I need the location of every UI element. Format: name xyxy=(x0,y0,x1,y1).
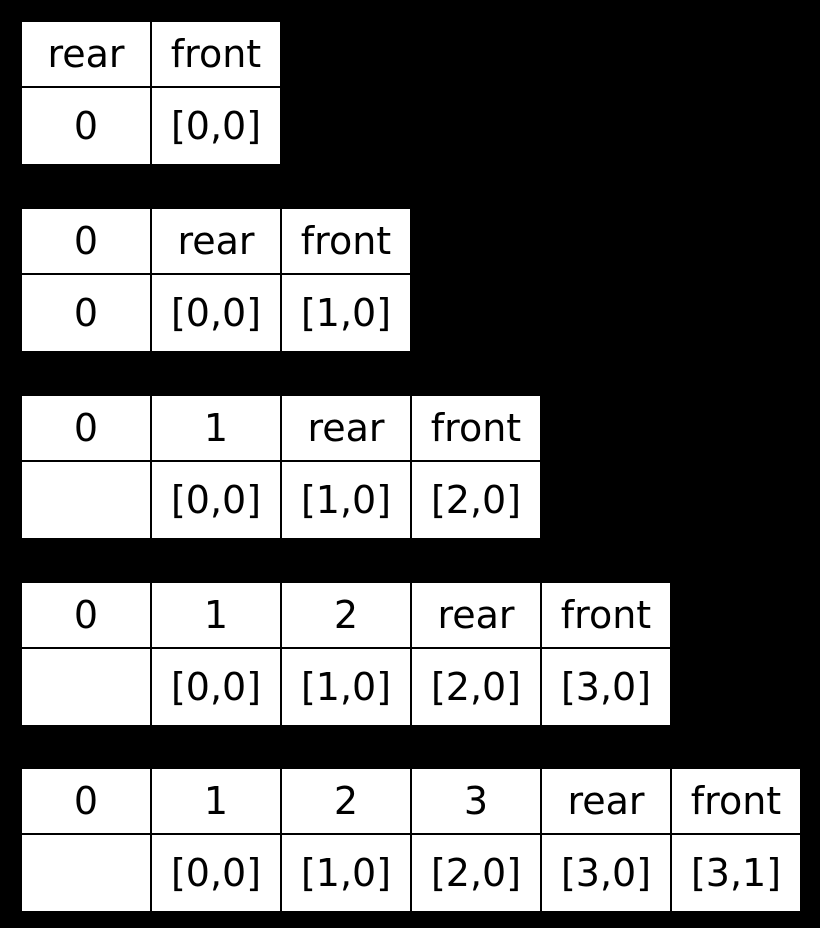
header-cell: 0 xyxy=(22,769,150,833)
header-cell: 2 xyxy=(282,769,410,833)
queue-table-step-1: rear front 0 [0,0] xyxy=(22,22,280,164)
header-cell: 2 xyxy=(282,583,410,647)
header-cell: rear xyxy=(22,22,150,86)
header-cell: 0 xyxy=(22,209,150,273)
header-cell: front xyxy=(152,22,280,86)
queue-table-step-4: 0 1 2 rear front [0,0] [1,0] [2,0] [3,0] xyxy=(22,583,670,725)
value-cell: [2,0] xyxy=(412,649,540,725)
header-cell: front xyxy=(672,769,800,833)
value-cell: [1,0] xyxy=(282,649,410,725)
header-cell: 3 xyxy=(412,769,540,833)
header-cell: 0 xyxy=(22,583,150,647)
value-cell: [2,0] xyxy=(412,835,540,911)
value-cell: [3,0] xyxy=(542,835,670,911)
value-cell: [0,0] xyxy=(152,462,280,538)
header-cell: 1 xyxy=(152,583,280,647)
value-cell xyxy=(22,649,150,725)
header-cell: rear xyxy=(542,769,670,833)
queue-table-step-3: 0 1 rear front [0,0] [1,0] [2,0] xyxy=(22,396,540,538)
header-cell: front xyxy=(412,396,540,460)
value-cell: [3,0] xyxy=(542,649,670,725)
value-cell: [0,0] xyxy=(152,649,280,725)
value-cell: 0 xyxy=(22,88,150,164)
value-cell: [0,0] xyxy=(152,275,280,351)
value-cell: [2,0] xyxy=(412,462,540,538)
value-cell: [0,0] xyxy=(152,835,280,911)
header-cell: front xyxy=(282,209,410,273)
queue-table-step-2: 0 rear front 0 [0,0] [1,0] xyxy=(22,209,410,351)
value-cell: [0,0] xyxy=(152,88,280,164)
value-cell: [1,0] xyxy=(282,835,410,911)
header-cell: rear xyxy=(412,583,540,647)
header-cell: front xyxy=(542,583,670,647)
header-cell: 1 xyxy=(152,769,280,833)
header-cell: rear xyxy=(282,396,410,460)
header-cell: 0 xyxy=(22,396,150,460)
value-cell: [1,0] xyxy=(282,462,410,538)
header-cell: rear xyxy=(152,209,280,273)
value-cell xyxy=(22,462,150,538)
value-cell: 0 xyxy=(22,275,150,351)
queue-table-step-5: 0 1 2 3 rear front [0,0] [1,0] [2,0] [3,… xyxy=(22,769,800,911)
value-cell: [1,0] xyxy=(282,275,410,351)
value-cell xyxy=(22,835,150,911)
value-cell: [3,1] xyxy=(672,835,800,911)
header-cell: 1 xyxy=(152,396,280,460)
